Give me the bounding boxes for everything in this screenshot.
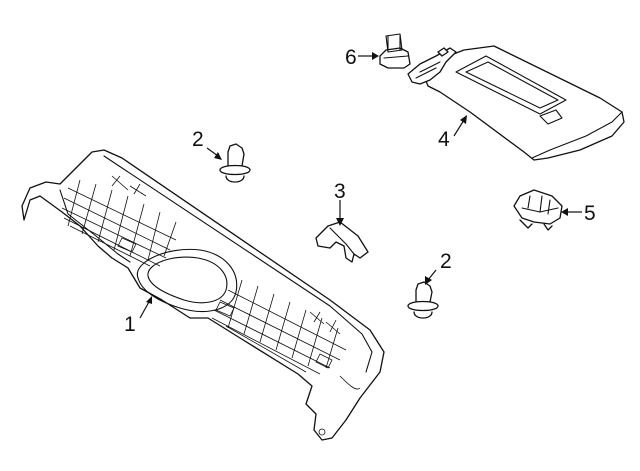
- part-2-clip-upper: [219, 143, 251, 183]
- leader-lines: [139, 52, 582, 319]
- part-6-clip: [379, 33, 411, 69]
- part-3-bracket: [315, 221, 369, 263]
- callout-1: 1: [124, 313, 136, 336]
- part-4-sun-visor: [407, 45, 625, 161]
- part-2-clip-lower: [407, 281, 439, 319]
- callout-labels: 1 2 2 3 4 5 6: [124, 46, 596, 336]
- callout-2-upper: 2: [192, 128, 204, 151]
- callout-6: 6: [345, 46, 357, 69]
- callout-2-lower: 2: [440, 250, 452, 273]
- callout-4: 4: [438, 128, 450, 151]
- callout-3: 3: [334, 180, 346, 203]
- callout-5: 5: [584, 202, 596, 225]
- part-5-holder: [513, 189, 563, 231]
- part-1-trim-panel: [21, 149, 385, 441]
